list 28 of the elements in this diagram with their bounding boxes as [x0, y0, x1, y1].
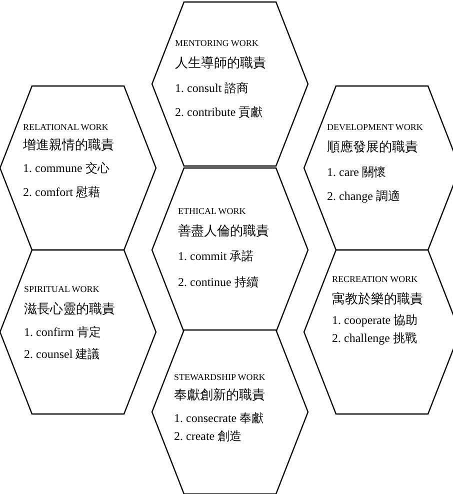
list-item: 1. confirm 肯定 [24, 324, 101, 341]
subheading: 奉獻創新的職責 [174, 386, 265, 404]
heading: STEWARDSHIP WORK [174, 372, 266, 382]
heading: ETHICAL WORK [178, 206, 246, 216]
subheading: 人生導師的職責 [175, 54, 266, 72]
list-item: 1. cooperate 協助 [332, 312, 418, 329]
subheading: 滋長心靈的職責 [24, 300, 115, 318]
heading: RELATIONAL WORK [23, 122, 108, 132]
list-item: 2. challenge 挑戰 [332, 330, 417, 347]
subheading: 順應發展的職責 [327, 138, 418, 156]
list-item: 1. commit 承諾 [178, 248, 254, 265]
subheading: 善盡人倫的職責 [178, 222, 269, 240]
list-item: 1. consecrate 奉獻 [174, 410, 264, 427]
list-item: 2. create 創造 [174, 428, 242, 445]
subheading: 增進親情的職責 [23, 136, 114, 154]
list-item: 2. contribute 貢獻 [175, 104, 263, 121]
list-item: 1. commune 交心 [23, 160, 110, 177]
list-item: 2. change 調適 [327, 188, 400, 205]
subheading: 寓教於樂的職責 [332, 290, 423, 308]
list-item: 1. consult 諮商 [175, 80, 249, 97]
list-item: 1. care 關懷 [327, 164, 386, 181]
heading: SPIRITUAL WORK [24, 284, 100, 294]
list-item: 2. comfort 慰藉 [23, 184, 100, 201]
list-item: 2. counsel 建議 [24, 346, 100, 363]
list-item: 2. continue 持續 [178, 274, 258, 291]
heading: MENTORING WORK [175, 38, 258, 48]
heading: DEVELOPMENT WORK [327, 122, 423, 132]
heading: RECREATION WORK [332, 274, 418, 284]
